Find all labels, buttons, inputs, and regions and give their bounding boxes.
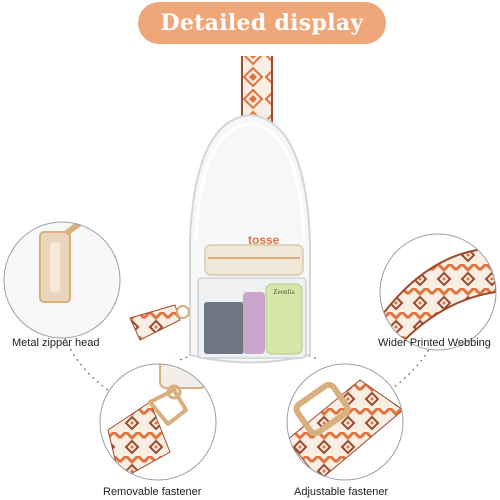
detail-banner: Detailed display	[138, 2, 386, 44]
label-adjustable: Adjustable fastener	[294, 486, 389, 498]
zipper-detail	[4, 222, 120, 338]
label-zipper: Metal zipper head	[12, 337, 100, 349]
banner-title: Detailed display	[160, 10, 364, 36]
bottle-text: Zeonlia	[273, 288, 295, 296]
label-webbing: Wider Printed Webbing	[378, 337, 491, 349]
clear-sling-bag: Zeonlia tosse	[189, 113, 311, 364]
adjustable-fastener-detail	[287, 364, 403, 480]
connector-right	[389, 259, 444, 391]
webbing-detail	[380, 234, 496, 350]
removable-fastener-detail	[100, 364, 216, 480]
bag-print: tosse	[248, 233, 280, 247]
hanging-strap	[129, 304, 190, 341]
label-removable: Removable fastener	[103, 486, 202, 498]
